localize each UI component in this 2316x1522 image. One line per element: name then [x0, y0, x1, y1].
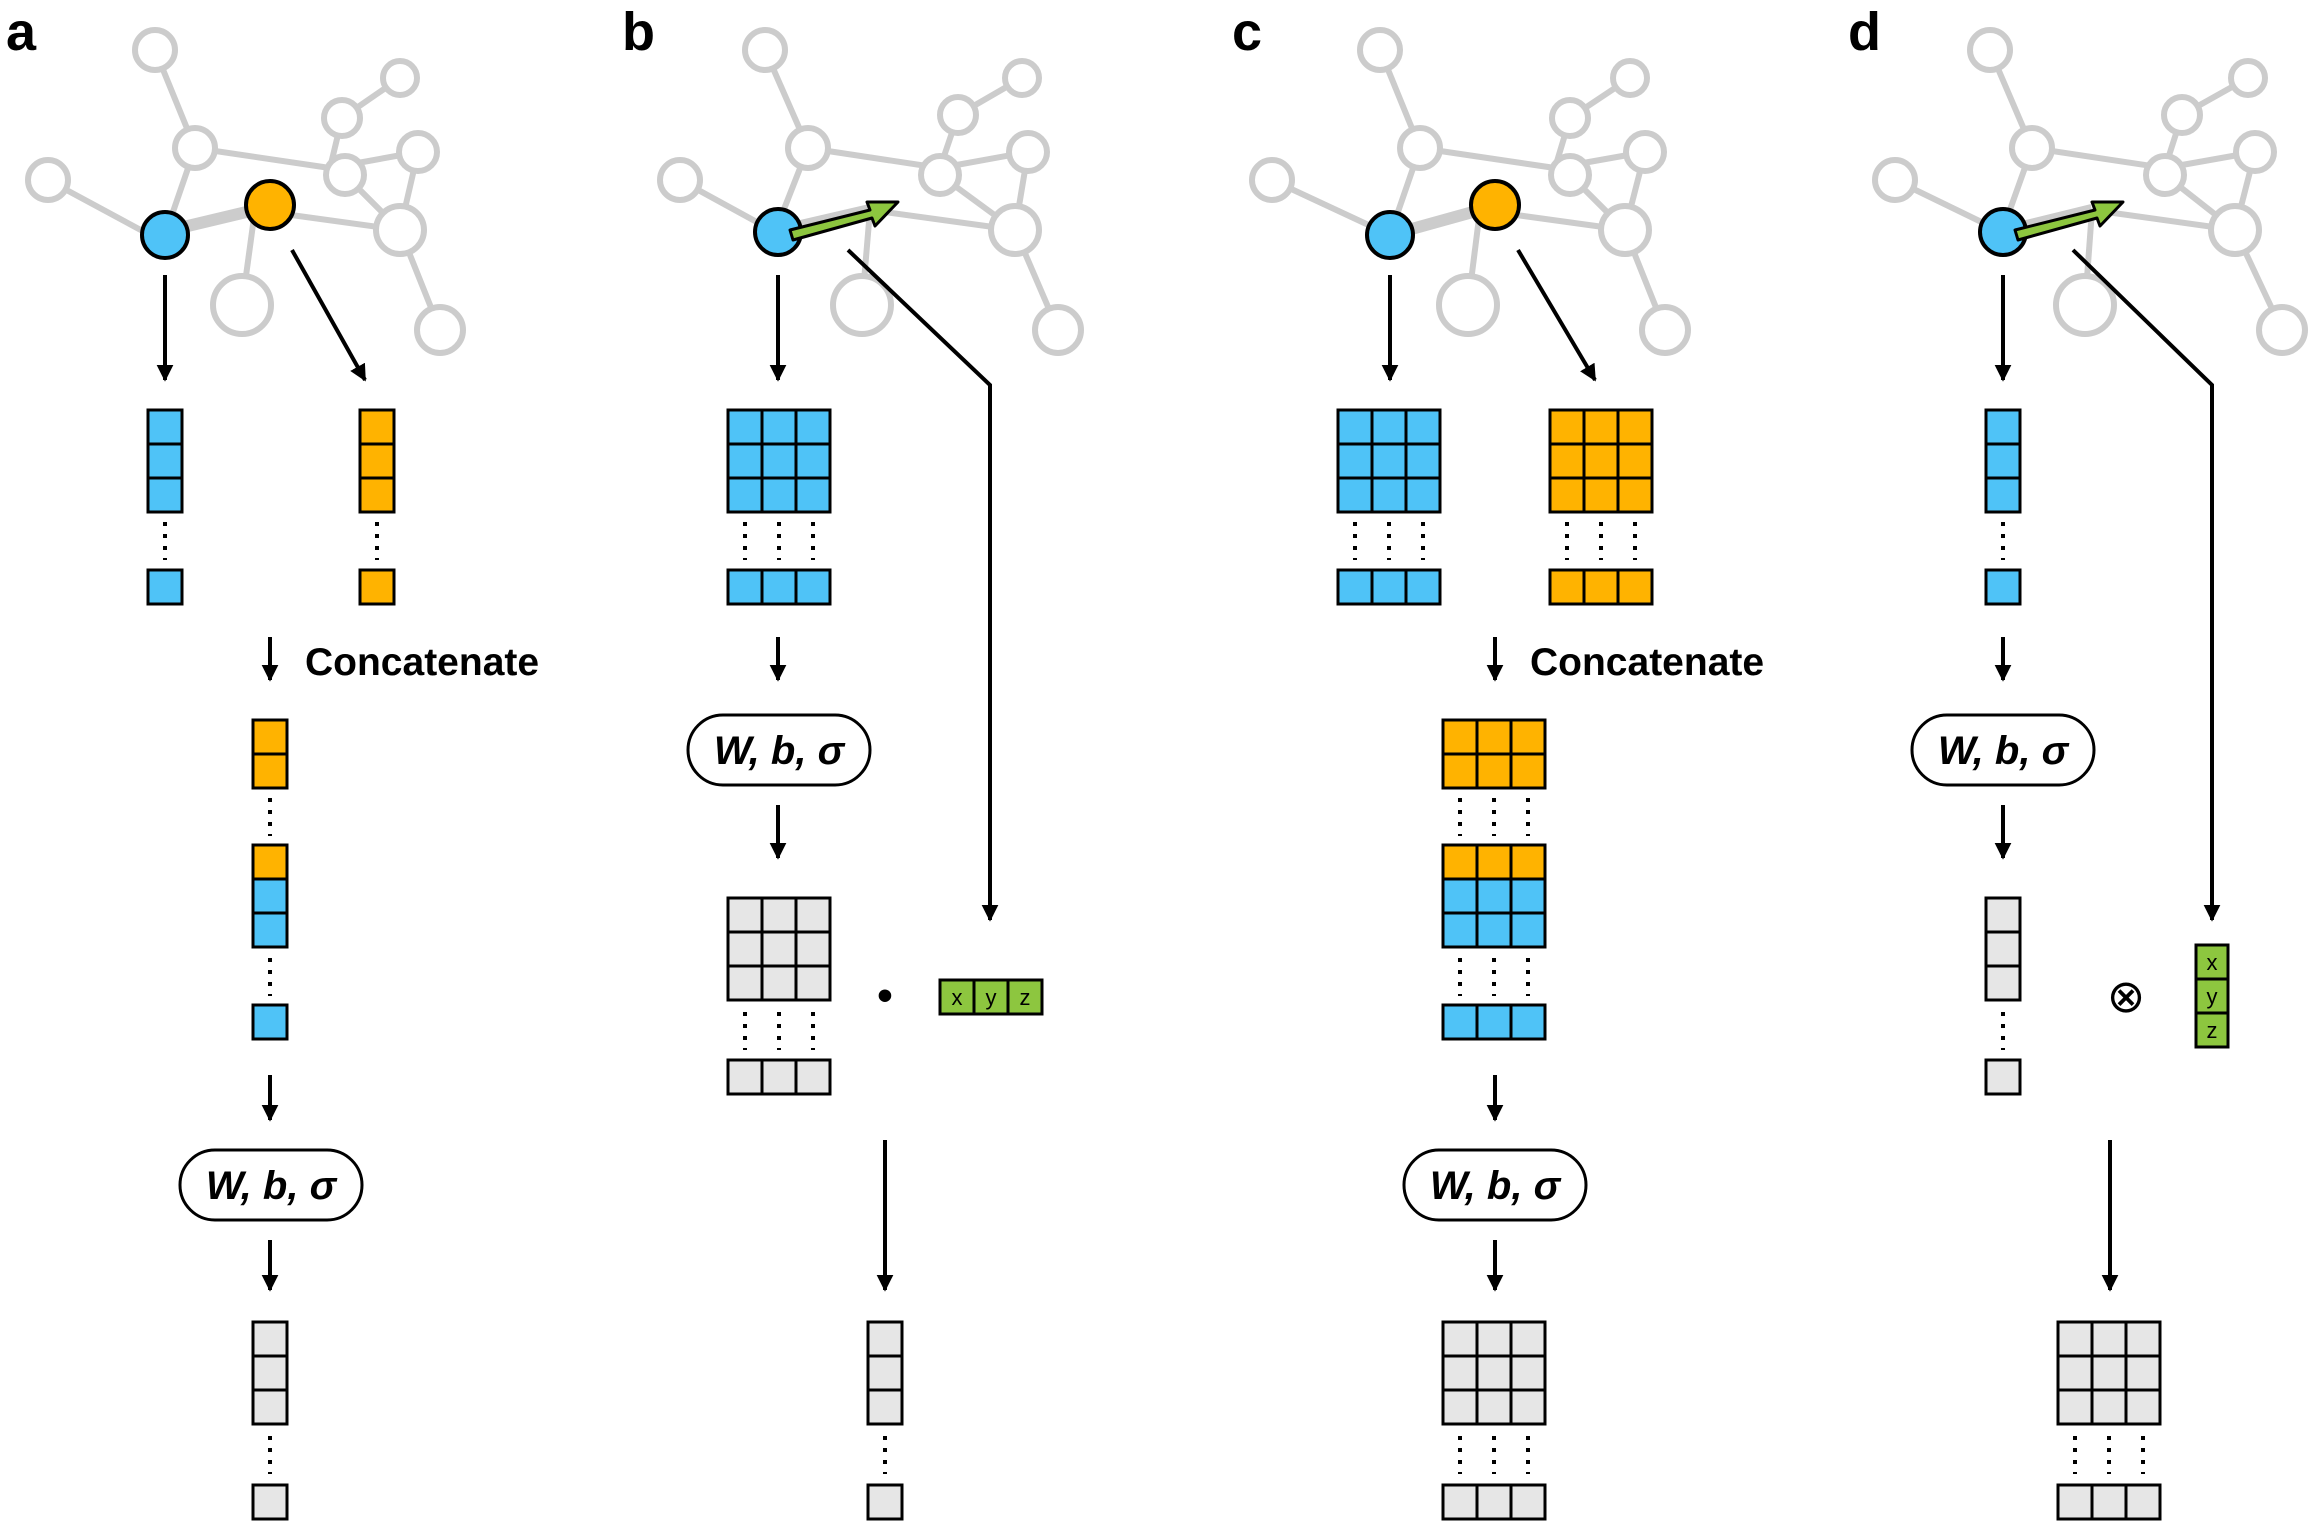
- feature-matrix-blue: [1336, 408, 1442, 606]
- ellipsis-dots: [1565, 522, 1637, 560]
- molecular-graph: [1872, 27, 2308, 356]
- displacement-vector-arrow: [2013, 200, 2125, 242]
- panel-label-d: d: [1848, 2, 1881, 62]
- output-vector-intermediate: [1984, 896, 2022, 1096]
- output-vector: [251, 1320, 289, 1521]
- panel-c: c: [1232, 2, 1764, 1521]
- displacement-vector-arrow: [788, 200, 900, 242]
- dense-layer-label: W, b, σ: [1938, 729, 2070, 773]
- arrow: [846, 248, 999, 922]
- dense-layer-box: [178, 1148, 364, 1222]
- vector-label-x: x: [952, 985, 963, 1010]
- dense-layer-label: W, b, σ: [1430, 1164, 1562, 1208]
- concatenate-label: Concatenate: [305, 641, 539, 684]
- vector-label-z: z: [1020, 985, 1031, 1010]
- atom-node-blue: [1365, 210, 1415, 260]
- ellipsis-dots: [2073, 1436, 2145, 1474]
- ellipsis-dots: [1353, 522, 1425, 560]
- dense-layer-box: [1402, 1148, 1588, 1222]
- feature-vector-orange: [358, 408, 396, 606]
- ellipsis-dots: [1458, 1436, 1530, 1474]
- vector-label-y: y: [986, 985, 997, 1010]
- output-matrix: [726, 896, 832, 1096]
- concatenated-matrix: [1441, 718, 1547, 1041]
- arrow: [290, 249, 367, 382]
- concatenated-vector: [251, 718, 289, 1041]
- dense-layer-box: [686, 713, 872, 787]
- vector-label-x: x: [2207, 950, 2218, 975]
- feature-matrix-orange: [1548, 408, 1654, 606]
- dense-layer-label: W, b, σ: [714, 729, 846, 773]
- feature-matrix-blue: [726, 408, 832, 606]
- arrow: [2071, 248, 2221, 922]
- feature-vector-blue: [1984, 408, 2022, 606]
- molecular-graph: [1249, 27, 1691, 356]
- panel-label-c: c: [1232, 2, 1262, 62]
- panel-label-a: a: [6, 2, 37, 62]
- panel-d: d: [1848, 2, 2308, 1521]
- outer-product-symbol: ⊗: [2107, 970, 2146, 1022]
- molecular-graph: [25, 27, 466, 356]
- xyz-vector-horizontal: x y z: [938, 978, 1044, 1016]
- output-vector: [866, 1320, 904, 1521]
- dense-layer-label: W, b, σ: [206, 1164, 338, 1208]
- ellipsis-dots: [743, 1012, 815, 1050]
- dot-product-symbol: •: [877, 971, 892, 1020]
- atom-node-orange: [1469, 179, 1521, 231]
- dense-layer-box: [1910, 713, 2096, 787]
- molecular-graph: [657, 27, 1084, 356]
- ellipsis-dots: [743, 522, 815, 560]
- panel-a: a: [6, 2, 539, 1521]
- vector-label-z: z: [2207, 1018, 2218, 1043]
- panel-b: b: [622, 2, 1084, 1521]
- atom-node-blue: [140, 210, 190, 260]
- output-matrix: [1441, 1320, 1547, 1521]
- output-matrix: [2056, 1320, 2162, 1521]
- arrow: [1516, 248, 1597, 382]
- atom-node-orange: [244, 179, 296, 231]
- vector-label-y: y: [2207, 984, 2218, 1009]
- feature-vector-blue: [146, 408, 184, 606]
- xyz-vector-vertical: x y z: [2194, 943, 2230, 1049]
- concatenate-label: Concatenate: [1530, 641, 1764, 684]
- panel-label-b: b: [622, 2, 655, 62]
